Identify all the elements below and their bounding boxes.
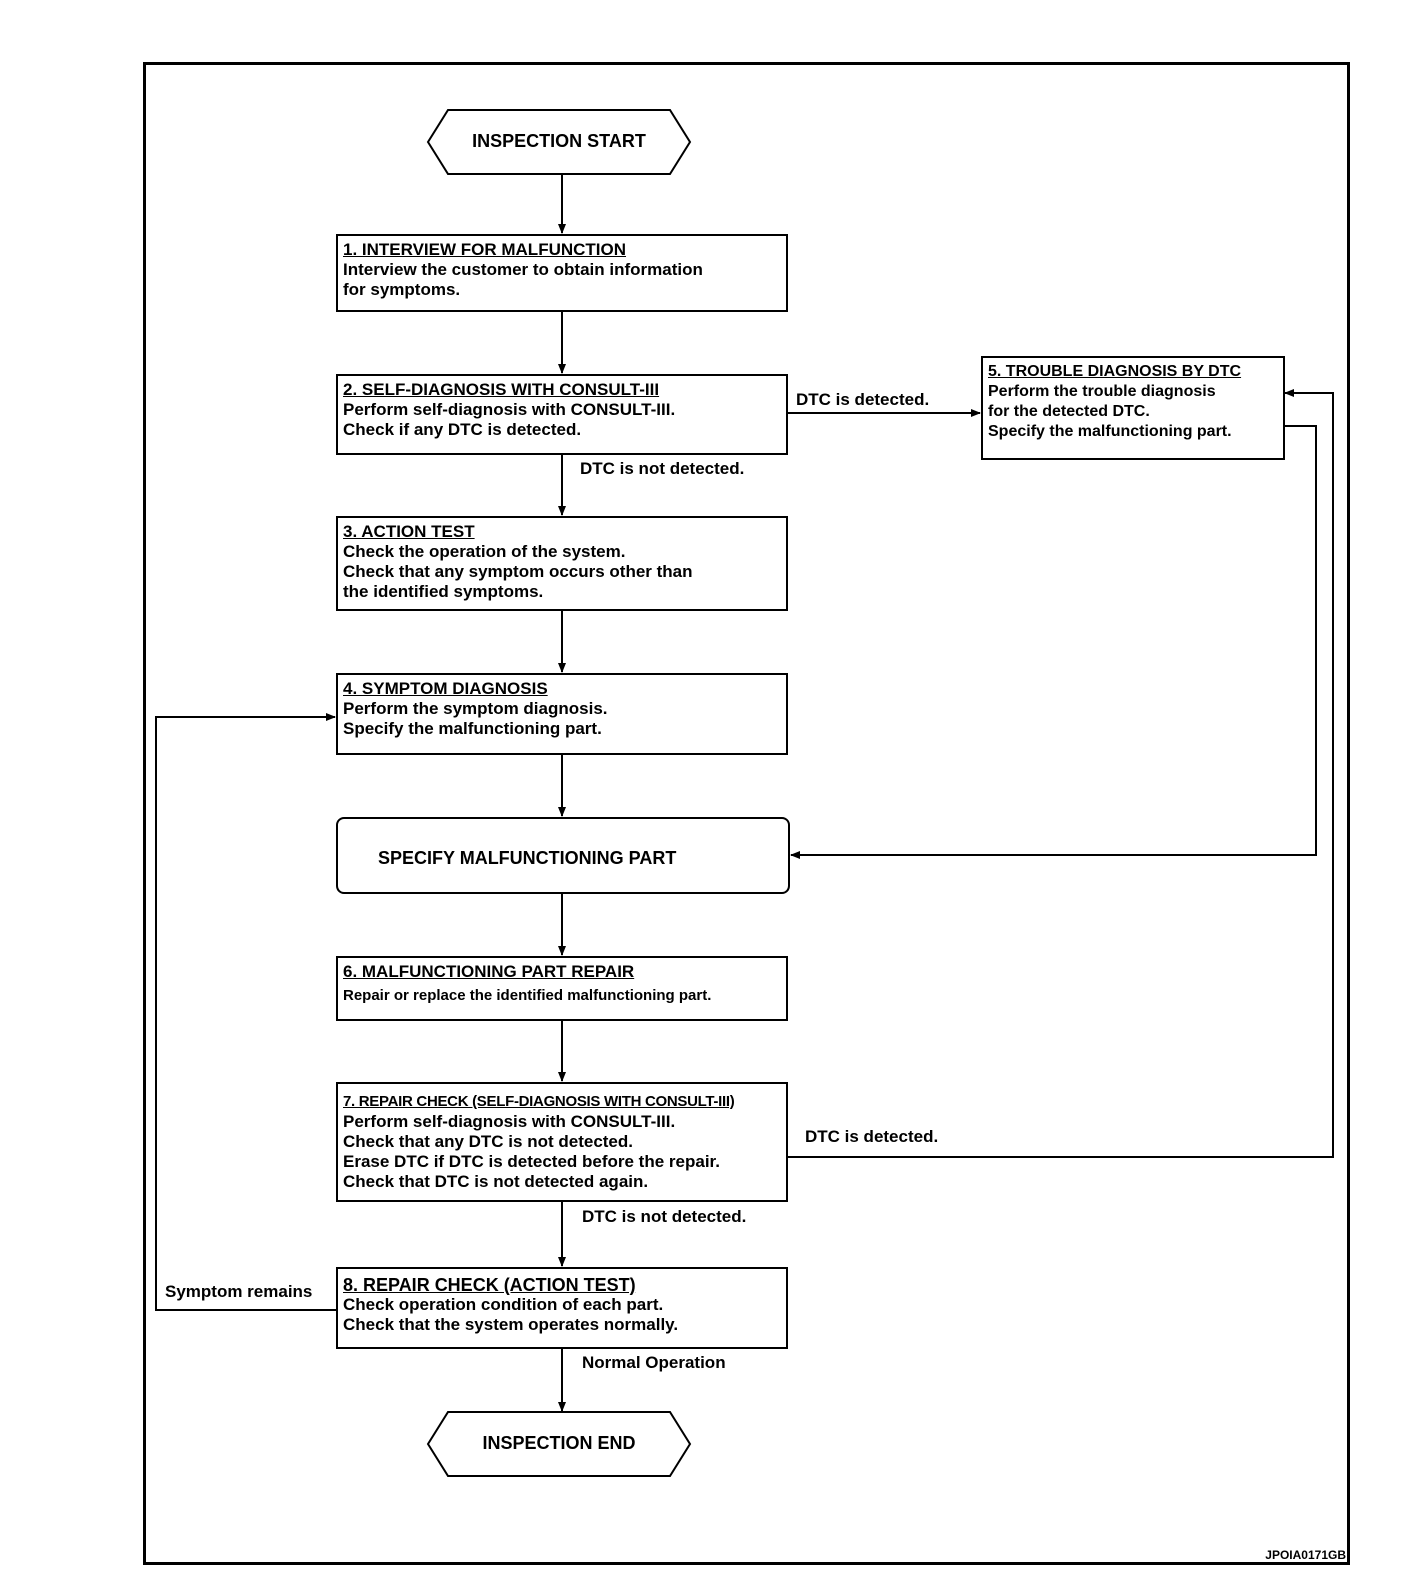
step-4-body: Perform the symptom diagnosis. Specify t… (343, 699, 608, 738)
step-5-title: 5. TROUBLE DIAGNOSIS BY DTC (988, 363, 1242, 380)
step-5-box: 5. TROUBLE DIAGNOSIS BY DTC Perform the … (981, 356, 1285, 460)
figure-code: JPOIA0171GB (1265, 1548, 1346, 1562)
label-dtc-detected-2: DTC is detected. (805, 1127, 939, 1146)
step-5-body: Perform the trouble diagnosis for the de… (988, 383, 1232, 440)
end-terminator (426, 1411, 692, 1477)
step-1-box: 1. INTERVIEW FOR MALFUNCTION Interview t… (336, 234, 788, 312)
arrow-5-to-specify (790, 425, 1317, 859)
step-3-body: Check the operation of the system. Check… (343, 542, 693, 601)
step-7-body: Perform self-diagnosis with CONSULT-III.… (343, 1112, 720, 1191)
step-1-body: Interview the customer to obtain informa… (343, 260, 703, 299)
arrow-7-to-5 (788, 389, 1334, 1158)
step-4-box: 4. SYMPTOM DIAGNOSIS Perform the symptom… (336, 673, 788, 755)
step-7-title: 7. REPAIR CHECK (SELF-DIAGNOSIS WITH CON… (343, 1093, 735, 1110)
label-symptom-remains: Symptom remains (165, 1282, 313, 1301)
specify-label: SPECIFY MALFUNCTIONING PART (378, 848, 677, 868)
label-dtc-detected-1: DTC is detected. (796, 390, 930, 409)
start-terminator (426, 109, 692, 175)
step-8-title: 8. REPAIR CHECK (ACTION TEST) (343, 1275, 636, 1295)
end-label: INSPECTION END (482, 1433, 636, 1453)
step-1-title: 1. INTERVIEW FOR MALFUNCTION (343, 240, 627, 259)
label-dtc-not-detected-2: DTC is not detected. (582, 1207, 747, 1226)
label-dtc-not-detected-1: DTC is not detected. (580, 459, 745, 478)
start-label: INSPECTION START (472, 131, 646, 151)
step-6-body: Repair or replace the identified malfunc… (343, 987, 712, 1004)
step-2-body: Perform self-diagnosis with CONSULT-III.… (343, 400, 676, 439)
arrow-8-to-4 (155, 713, 336, 1311)
step-7-box: 7. REPAIR CHECK (SELF-DIAGNOSIS WITH CON… (336, 1082, 788, 1202)
step-8-body: Check operation condition of each part. … (343, 1295, 679, 1334)
diagram-frame (143, 62, 1350, 1565)
specify-malfunctioning-part-box: SPECIFY MALFUNCTIONING PART (336, 817, 790, 894)
step-4-title: 4. SYMPTOM DIAGNOSIS (343, 679, 548, 698)
step-3-title: 3. ACTION TEST (343, 522, 475, 541)
step-6-title: 6. MALFUNCTIONING PART REPAIR (343, 962, 635, 981)
step-6-box: 6. MALFUNCTIONING PART REPAIR Repair or … (336, 956, 788, 1021)
label-normal-operation: Normal Operation (582, 1353, 726, 1372)
step-2-title: 2. SELF-DIAGNOSIS WITH CONSULT-III (343, 380, 660, 399)
step-8-box: 8. REPAIR CHECK (ACTION TEST) Check oper… (336, 1267, 788, 1349)
step-3-box: 3. ACTION TEST Check the operation of th… (336, 516, 788, 611)
step-2-box: 2. SELF-DIAGNOSIS WITH CONSULT-III Perfo… (336, 374, 788, 455)
